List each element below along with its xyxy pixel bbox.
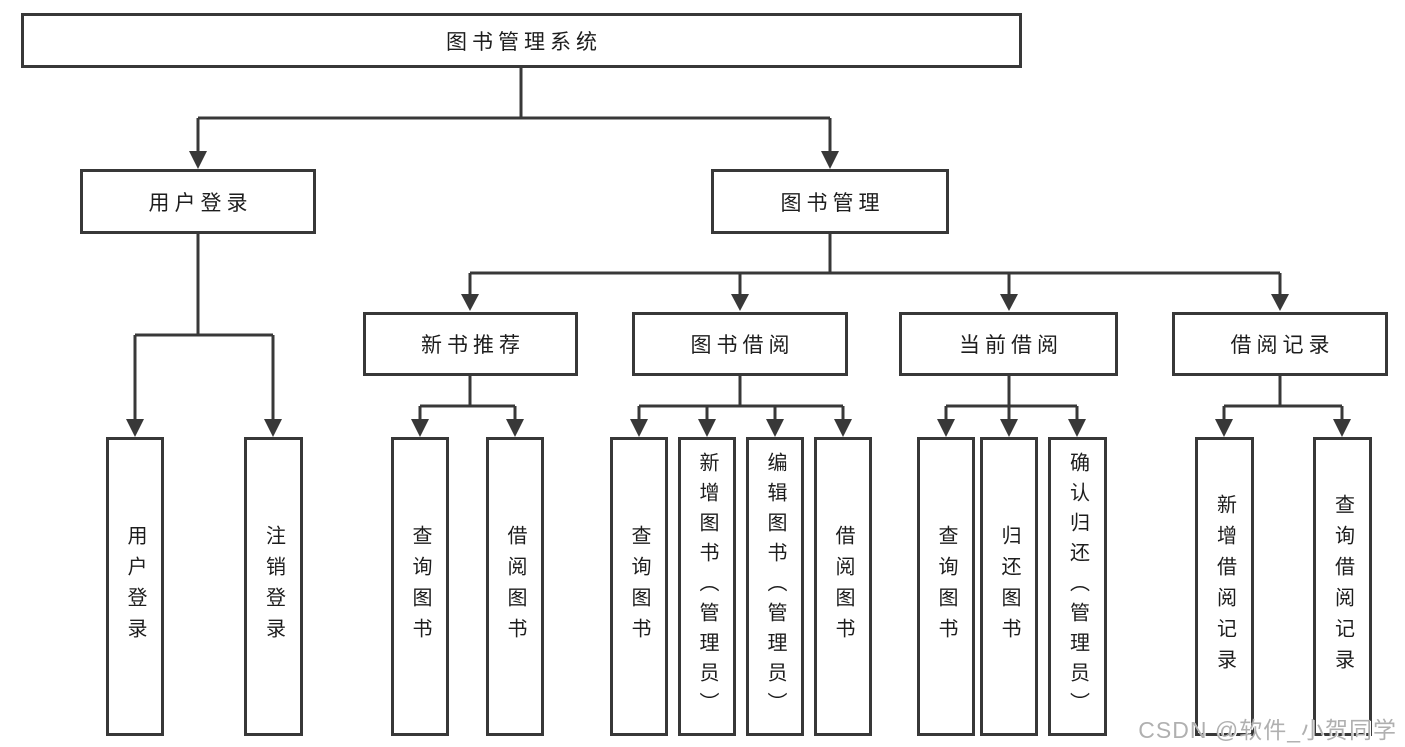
node-user-login-label: 用户登录 <box>148 191 253 215</box>
node-borrow-records: 借阅记录 <box>1172 312 1388 376</box>
node-current-borrow-label: 当前借阅 <box>959 334 1063 357</box>
node-recommend-query-book-label: 查询图书 <box>409 524 431 649</box>
node-new-book-recommend-label: 新书推荐 <box>421 334 525 357</box>
node-add-borrow-record-label: 新增借阅记录 <box>1213 493 1236 680</box>
node-query-borrow-record: 查询借阅记录 <box>1313 437 1372 736</box>
node-borrow-query-book: 查询图书 <box>610 437 668 736</box>
node-book-borrow: 图书借阅 <box>632 312 848 376</box>
node-add-borrow-record: 新增借阅记录 <box>1195 437 1254 736</box>
node-edit-book-admin: 编辑图书（管理员） <box>746 437 804 736</box>
node-recommend-borrow-book-label: 借阅图书 <box>504 524 526 649</box>
node-login: 用户登录 <box>106 437 164 736</box>
node-book-management-label: 图书管理 <box>780 191 885 215</box>
node-add-book-admin-label: 新增图书（管理员） <box>696 451 718 722</box>
node-logout: 注销登录 <box>244 437 303 736</box>
node-confirm-return-admin: 确认归还（管理员） <box>1048 437 1107 736</box>
node-borrow-book: 借阅图书 <box>814 437 872 736</box>
watermark: CSDN @软件_小贺同学 <box>1138 717 1397 743</box>
node-borrow-book-label: 借阅图书 <box>832 524 854 649</box>
node-logout-label: 注销登录 <box>262 524 285 649</box>
node-add-book-admin: 新增图书（管理员） <box>678 437 736 736</box>
node-book-borrow-label: 图书借阅 <box>690 334 795 357</box>
node-user-login: 用户登录 <box>80 169 316 234</box>
node-confirm-return-admin-label: 确认归还（管理员） <box>1066 451 1089 722</box>
node-current-query-book: 查询图书 <box>917 437 975 736</box>
node-edit-book-admin-label: 编辑图书（管理员） <box>764 451 786 722</box>
node-return-book-label: 归还图书 <box>998 524 1020 649</box>
node-recommend-borrow-book: 借阅图书 <box>486 437 544 736</box>
node-root-label: 图书管理系统 <box>446 30 602 54</box>
node-root: 图书管理系统 <box>21 13 1022 68</box>
node-borrow-query-book-label: 查询图书 <box>628 524 650 649</box>
node-book-management: 图书管理 <box>711 169 949 234</box>
node-query-borrow-record-label: 查询借阅记录 <box>1331 493 1354 680</box>
node-return-book: 归还图书 <box>980 437 1038 736</box>
node-login-label: 用户登录 <box>124 524 146 649</box>
node-recommend-query-book: 查询图书 <box>391 437 449 736</box>
node-borrow-records-label: 借阅记录 <box>1230 334 1335 357</box>
node-new-book-recommend: 新书推荐 <box>363 312 578 376</box>
node-current-borrow: 当前借阅 <box>899 312 1118 376</box>
arrowhead-icons <box>126 151 1351 437</box>
node-current-query-book-label: 查询图书 <box>935 524 957 649</box>
